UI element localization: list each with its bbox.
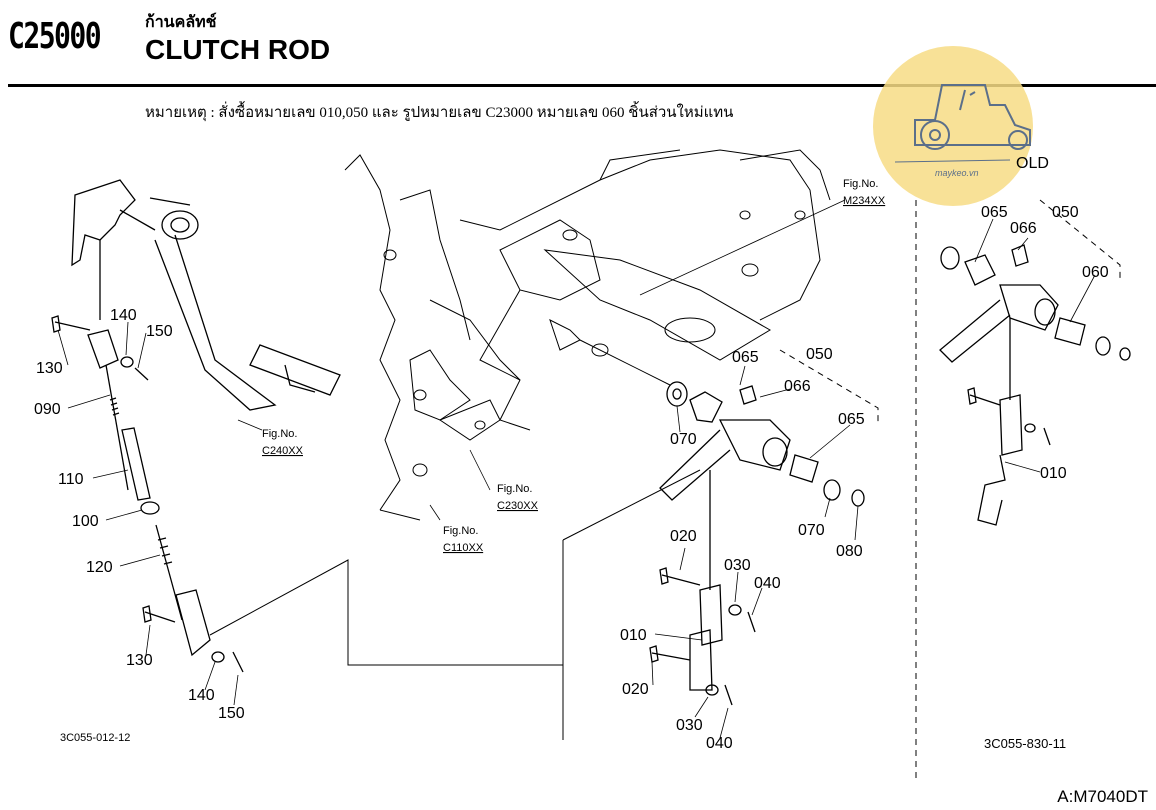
part-label-070: 070 <box>798 522 825 539</box>
part-label-070: 070 <box>670 431 697 448</box>
fig-ref-c240-link[interactable]: C240XX <box>262 445 304 457</box>
leader-lines <box>57 199 1096 739</box>
part-label-066: 066 <box>784 378 811 395</box>
part-label-150: 150 <box>146 323 173 340</box>
part-label-050: 050 <box>1052 204 1079 221</box>
part-label-120: 120 <box>86 559 113 576</box>
part-label-030: 030 <box>676 717 703 734</box>
model-code: A:M7040DT <box>1057 787 1148 806</box>
part-label-150: 150 <box>218 705 245 722</box>
part-label-065: 065 <box>732 349 759 366</box>
page-title: CLUTCH ROD <box>145 34 331 65</box>
part-label-010: 010 <box>620 627 647 644</box>
old-clutch-fork-assembly <box>939 244 1131 526</box>
part-label-100: 100 <box>72 513 99 530</box>
clutch-pedal-assembly <box>51 179 341 673</box>
watermark-site: maykeo.vn <box>935 168 979 178</box>
part-label-050: 050 <box>806 346 833 363</box>
order-note: หมายเหตุ : สั่งซื้อหมายเลข 010,050 และ ร… <box>145 105 734 121</box>
part-label-040: 040 <box>706 735 733 752</box>
leader-frame <box>562 469 701 541</box>
thai-title: ก้านคลัทช์ <box>145 12 217 31</box>
kit-050-old-bracket <box>1039 199 1121 280</box>
fig-ref-m234-label: Fig.No. <box>843 178 878 190</box>
diagram-ref-right: 3C055-830-11 <box>984 736 1066 751</box>
part-label-065: 065 <box>981 204 1008 221</box>
part-label-130: 130 <box>36 360 63 377</box>
leader-frame <box>209 559 563 666</box>
fig-ref-c110-link[interactable]: C110XX <box>443 542 484 554</box>
fig-ref-m234-link[interactable]: M234XX <box>843 195 886 207</box>
kit-050-bracket <box>779 349 879 425</box>
part-label-020: 020 <box>622 681 649 698</box>
header-rule <box>8 84 1156 87</box>
part-label-060: 060 <box>1082 264 1109 281</box>
part-label-090: 090 <box>34 401 61 418</box>
fig-ref-c230-link[interactable]: C230XX <box>497 500 539 512</box>
part-label-030: 030 <box>724 557 751 574</box>
part-label-040: 040 <box>754 575 781 592</box>
transmission-housing <box>344 149 831 521</box>
part-label-065: 065 <box>838 411 865 428</box>
part-label-080: 080 <box>836 543 863 560</box>
diagram-ref-left: 3C055-012-12 <box>60 732 130 744</box>
part-label-130: 130 <box>126 652 153 669</box>
part-label-066: 066 <box>1010 220 1037 237</box>
part-label-110: 110 <box>58 471 84 488</box>
part-label-140: 140 <box>110 307 137 324</box>
fig-ref-c110-label: Fig.No. <box>443 525 478 537</box>
maykeo-watermark-logo: maykeo.vn <box>873 46 1033 206</box>
part-label-020: 020 <box>670 528 697 545</box>
part-label-140: 140 <box>188 687 215 704</box>
old-label: OLD <box>1016 155 1049 172</box>
fig-ref-c230-label: Fig.No. <box>497 483 532 495</box>
part-label-010: 010 <box>1040 465 1067 482</box>
section-code: C25000 <box>8 16 102 57</box>
clutch-fork-assembly <box>649 381 865 706</box>
fig-ref-c240-label: Fig.No. <box>262 428 297 440</box>
